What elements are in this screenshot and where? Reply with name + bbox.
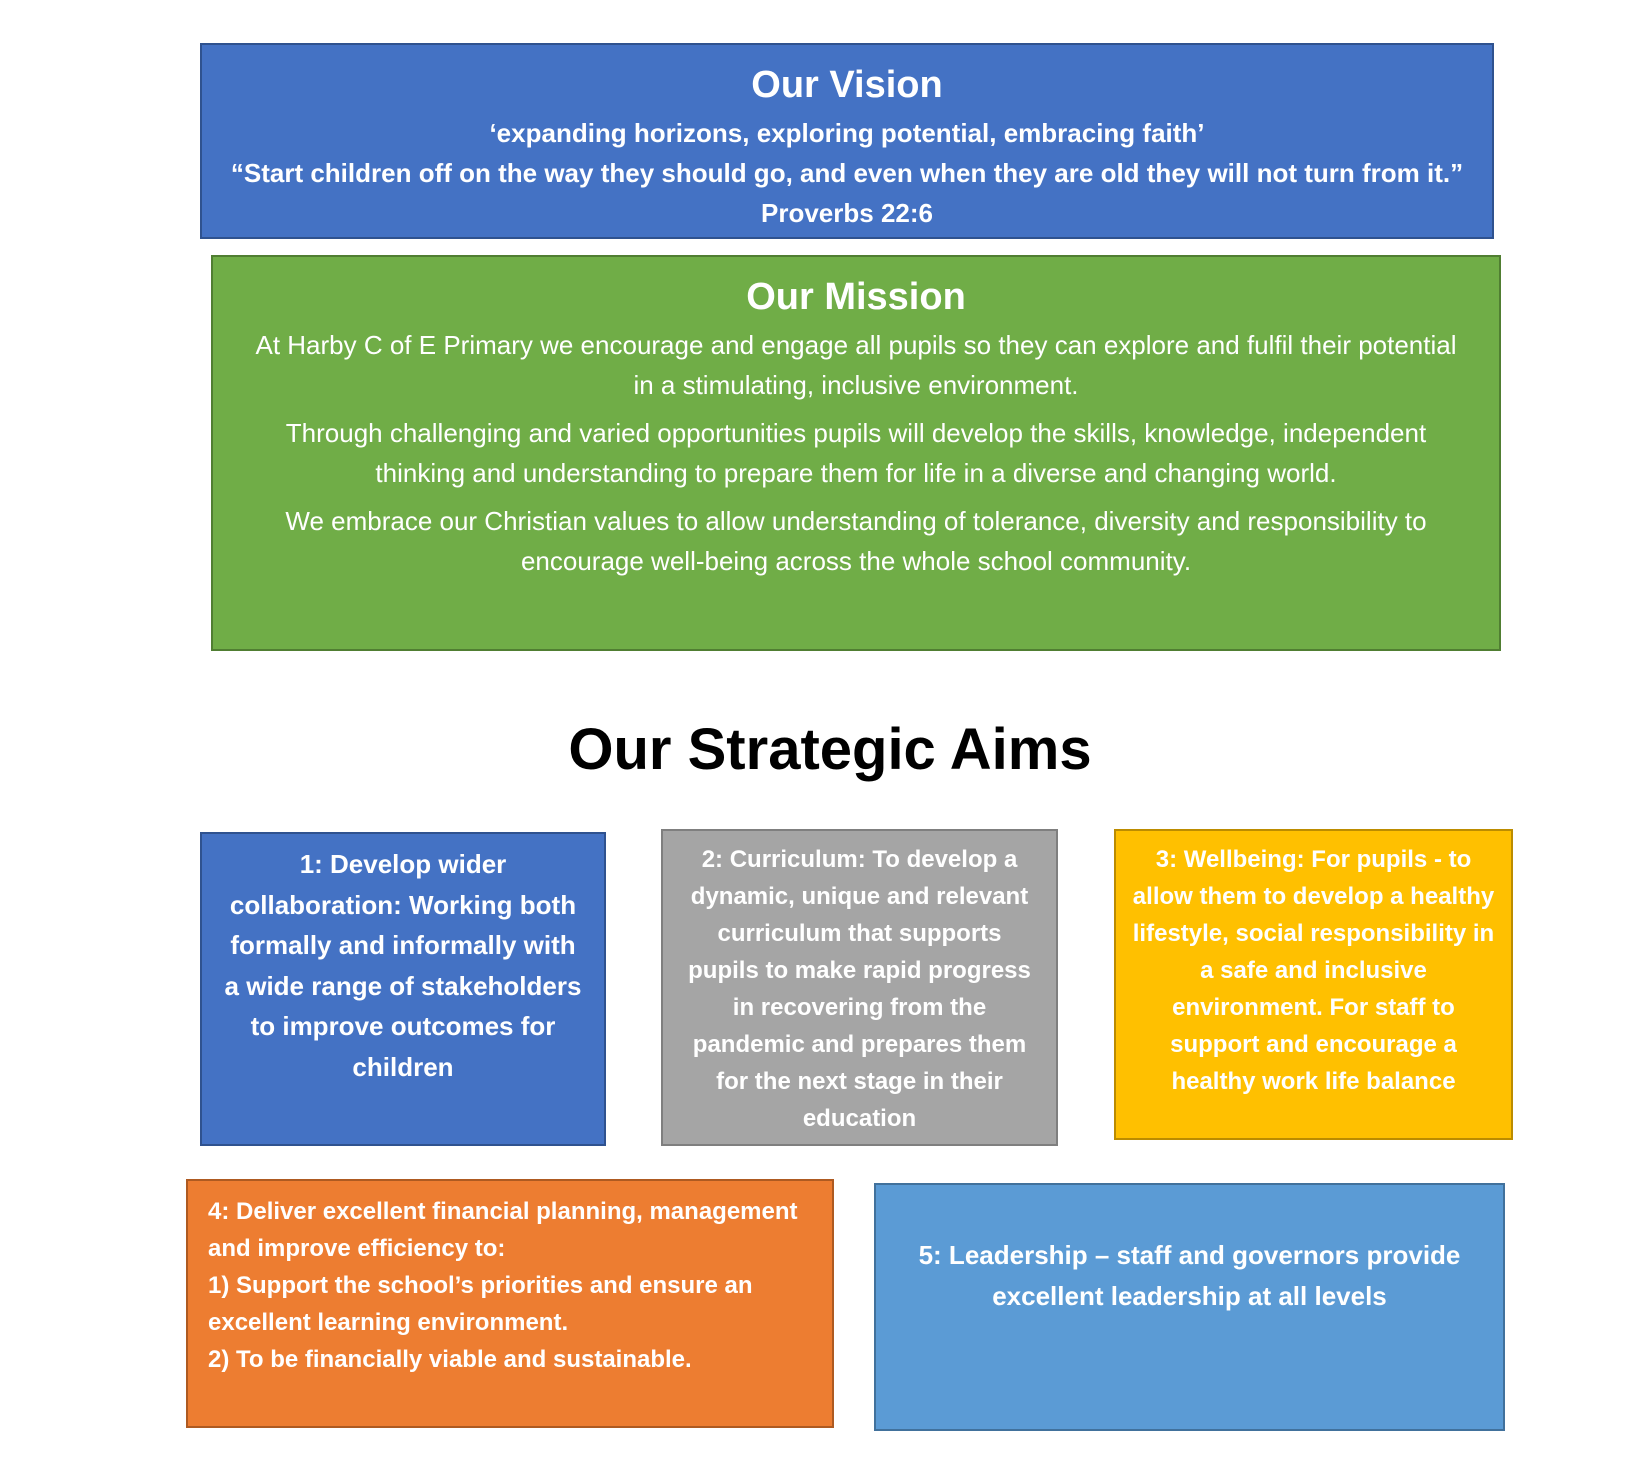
vision-motto: ‘expanding horizons, exploring potential… (489, 118, 1205, 148)
mission-panel: Our Mission At Harby C of E Primary we e… (211, 255, 1501, 651)
aim-3-wellbeing: 3: Wellbeing: For pupils - to allow them… (1114, 829, 1513, 1140)
mission-paragraph-3: We embrace our Christian values to allow… (285, 506, 1427, 576)
aim-5-leadership: 5: Leadership – staff and governors prov… (874, 1183, 1505, 1431)
mission-paragraph-1: At Harby C of E Primary we encourage and… (255, 330, 1457, 400)
aim-2-curriculum: 2: Curriculum: To develop a dynamic, uni… (661, 829, 1058, 1146)
mission-paragraph-2: Through challenging and varied opportuni… (285, 418, 1427, 488)
aim-4-line-2: 1) Support the school’s priorities and e… (208, 1272, 753, 1336)
aim-4-line-1: 4: Deliver excellent financial planning,… (208, 1198, 798, 1262)
aim-4-line-3: 2) To be financially viable and sustaina… (208, 1346, 692, 1373)
mission-title: Our Mission (746, 276, 966, 318)
vision-panel: Our Vision ‘expanding horizons, explorin… (200, 43, 1494, 239)
vision-title: Our Vision (751, 64, 943, 106)
strategic-aims-heading: Our Strategic Aims (568, 717, 1092, 782)
aim-4-finance: 4: Deliver excellent financial planning,… (186, 1179, 834, 1428)
aim-1-collaboration: 1: Develop wider collaboration: Working … (200, 832, 606, 1146)
vision-quote: “Start children off on the way they shou… (230, 158, 1464, 228)
